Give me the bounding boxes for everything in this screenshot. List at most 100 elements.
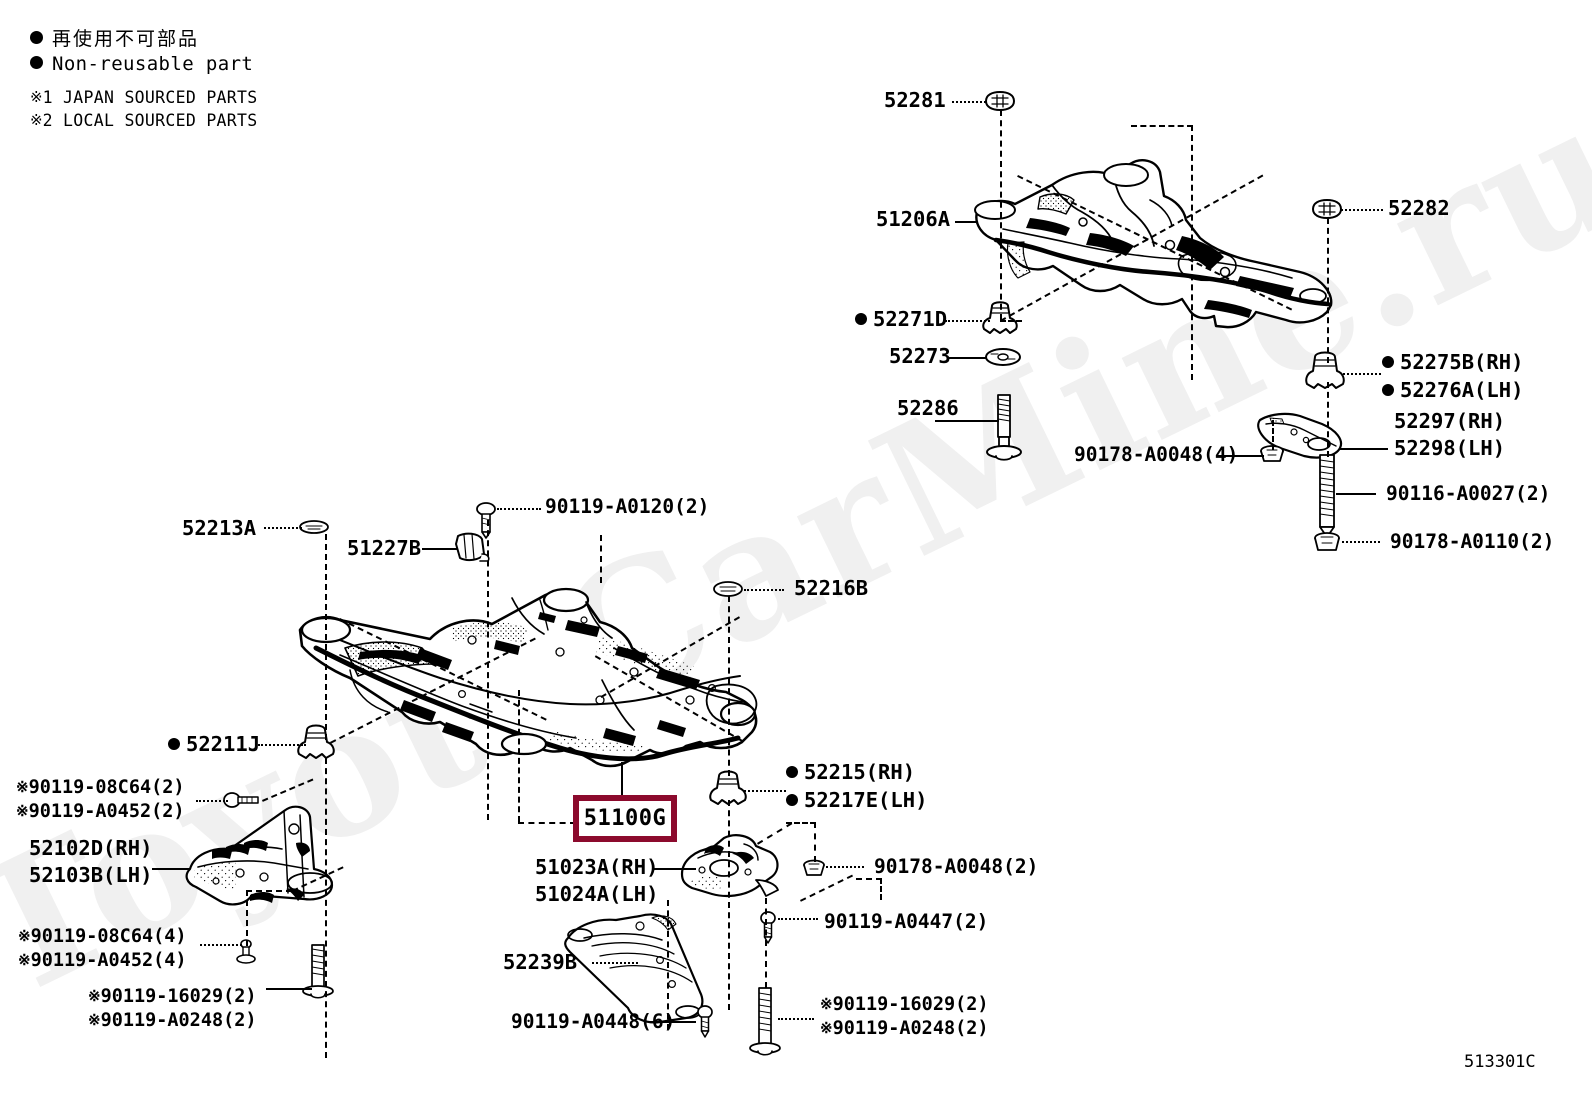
legend-source-1: ※1 JAPAN SOURCED PARTS bbox=[30, 88, 258, 107]
leader-line bbox=[196, 800, 228, 802]
leader-line bbox=[1343, 373, 1381, 375]
leader-line bbox=[744, 790, 786, 792]
part-label-52273: 52273 bbox=[889, 344, 951, 368]
leader-line bbox=[200, 944, 242, 946]
assembly-guide-line bbox=[339, 618, 547, 721]
leader-line bbox=[1218, 455, 1264, 457]
leader-line bbox=[778, 1018, 814, 1020]
part-label-52298: 52298(LH) bbox=[1394, 436, 1506, 460]
kome-icon: ※ bbox=[18, 951, 31, 969]
leader-line bbox=[654, 868, 696, 870]
assembly-guide-line bbox=[600, 535, 602, 583]
drawing-number: 513301C bbox=[1464, 1052, 1536, 1072]
filled-circle-icon bbox=[786, 794, 798, 806]
kome-icon: ※ bbox=[88, 987, 101, 1005]
assembly-guide-line bbox=[728, 800, 730, 1010]
assembly-guide-line bbox=[600, 616, 740, 698]
assembly-guide-line bbox=[246, 890, 248, 946]
kome-icon: ※ bbox=[18, 927, 31, 945]
part-label-51227B: 51227B bbox=[347, 536, 422, 560]
part-label-90178-A0048-4: 90178-A0048(4) bbox=[1074, 443, 1239, 466]
leader-line bbox=[152, 868, 190, 870]
leader-line bbox=[497, 508, 541, 510]
legend-nonreusable-jp: 再使用不可部品 bbox=[30, 24, 199, 51]
part-label-52276A: 52276A(LH) bbox=[1382, 380, 1523, 401]
assembly-guide-line bbox=[1327, 382, 1329, 457]
leader-line bbox=[422, 548, 458, 550]
part-label-52211J: 52211J bbox=[168, 734, 260, 755]
legend-source-2: ※2 LOCAL SOURCED PARTS bbox=[30, 111, 258, 130]
filled-circle-icon bbox=[1382, 356, 1394, 368]
assembly-guide-line bbox=[487, 520, 489, 820]
part-label-52102D: 52102D(RH) bbox=[29, 836, 153, 860]
assembly-guide-line bbox=[246, 890, 292, 892]
filled-circle-icon bbox=[168, 738, 180, 750]
part-label-90119-A0447-2: 90119-A0447(2) bbox=[824, 910, 989, 933]
part-label-90119-A0248-2-left: ※90119-A0248(2) bbox=[88, 1010, 257, 1031]
leader-line bbox=[621, 762, 623, 806]
leader-line bbox=[945, 320, 990, 322]
leader-line bbox=[266, 988, 312, 990]
leader-line bbox=[778, 918, 818, 920]
assembly-guide-line bbox=[757, 822, 793, 845]
part-label-90119-08C64-2: ※90119-08C64(2) bbox=[16, 777, 185, 798]
assembly-guide-line bbox=[765, 898, 767, 988]
filled-circle-icon bbox=[30, 31, 43, 44]
leader-line bbox=[935, 420, 999, 422]
assembly-guide-line bbox=[880, 878, 882, 900]
part-label-90119-16029-2-right: ※90119-16029(2) bbox=[820, 994, 989, 1015]
part-label-90119-A0120-2: 90119-A0120(2) bbox=[545, 495, 710, 518]
part-label-52213A: 52213A bbox=[182, 516, 257, 540]
assembly-guide-line bbox=[518, 690, 520, 822]
assembly-guide-line bbox=[1327, 218, 1329, 363]
assembly-guide-line bbox=[330, 637, 536, 744]
leader-line bbox=[744, 589, 784, 591]
leader-line bbox=[258, 744, 306, 746]
assembly-guide-line bbox=[814, 822, 816, 862]
assembly-guide-line bbox=[325, 534, 327, 740]
part-label-90119-A0248-2-right: ※90119-A0248(2) bbox=[820, 1018, 989, 1039]
part-label-51206A: 51206A bbox=[876, 207, 951, 231]
assembly-guide-line bbox=[262, 778, 314, 802]
part-label-90119-A0452-4: ※90119-A0452(4) bbox=[18, 950, 187, 971]
highlighted-part-51100G[interactable]: 51100G bbox=[573, 795, 677, 842]
filled-circle-icon bbox=[1382, 384, 1394, 396]
part-label-52297: 52297(RH) bbox=[1394, 409, 1506, 433]
kome-icon: ※ bbox=[88, 1011, 101, 1029]
leader-line bbox=[1336, 493, 1376, 495]
part-label-90119-A0448-6: 90119-A0448(6) bbox=[511, 1010, 676, 1033]
leader-line bbox=[1341, 209, 1383, 211]
part-label-90116-A0027-2: 90116-A0027(2) bbox=[1386, 482, 1551, 505]
kome-icon: ※ bbox=[30, 88, 43, 106]
part-label-52217E: 52217E(LH) bbox=[786, 790, 927, 811]
assembly-guide-line bbox=[800, 874, 854, 902]
part-label-52215: 52215(RH) bbox=[786, 762, 915, 783]
assembly-guide-line bbox=[1000, 174, 1264, 322]
leader-line bbox=[952, 101, 986, 103]
assembly-guide-line bbox=[292, 866, 344, 892]
part-label-90119-A0452-2: ※90119-A0452(2) bbox=[16, 801, 185, 822]
part-label-52271D: 52271D bbox=[855, 309, 947, 330]
filled-circle-icon bbox=[786, 766, 798, 778]
kome-icon: ※ bbox=[30, 111, 43, 129]
legend-nonreusable-en: Non-reusable part bbox=[30, 53, 253, 75]
assembly-guide-line bbox=[1000, 110, 1002, 320]
assembly-guide-line bbox=[1131, 125, 1193, 127]
assembly-guide-line bbox=[518, 822, 576, 824]
part-label-90119-16029-2-left: ※90119-16029(2) bbox=[88, 986, 257, 1007]
part-label-90119-08C64-4: ※90119-08C64(4) bbox=[18, 926, 187, 947]
kome-icon: ※ bbox=[16, 778, 29, 796]
part-label-90178-A0048-2: 90178-A0048(2) bbox=[874, 855, 1039, 878]
assembly-guide-line bbox=[856, 878, 882, 880]
part-label-52103B: 52103B(LH) bbox=[29, 863, 153, 887]
assembly-guide-line bbox=[1191, 125, 1193, 380]
assembly-guide-line bbox=[1272, 420, 1274, 450]
part-label-52239B: 52239B bbox=[503, 950, 578, 974]
part-label-90178-A0110-2: 90178-A0110(2) bbox=[1390, 530, 1555, 553]
part-label-51024A: 51024A(LH) bbox=[535, 882, 659, 906]
assembly-guide-line bbox=[594, 655, 743, 742]
leader-line bbox=[1340, 448, 1388, 450]
assembly-guide-line bbox=[1017, 175, 1293, 311]
part-label-52282: 52282 bbox=[1388, 196, 1450, 220]
